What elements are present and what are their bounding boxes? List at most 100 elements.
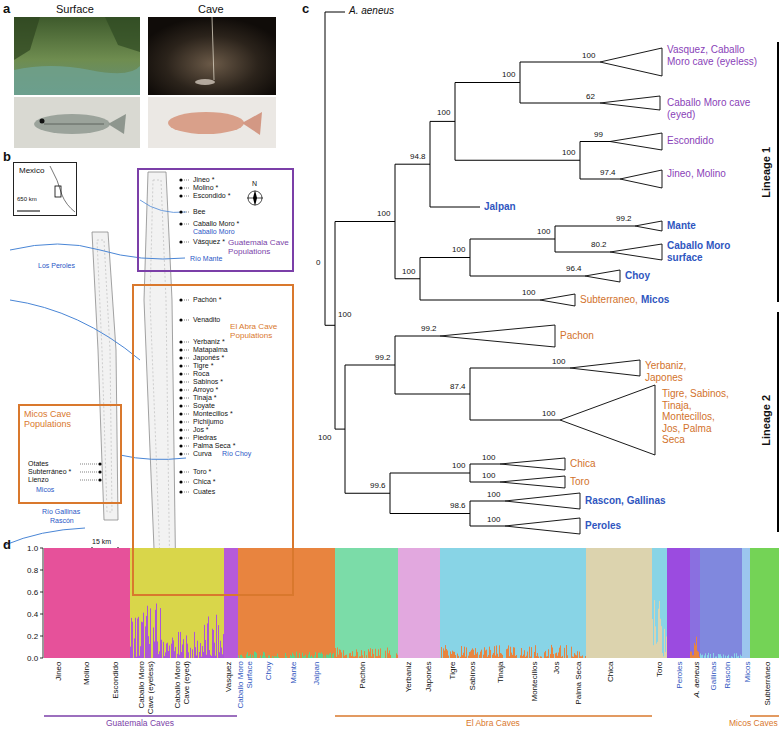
ancestry-bar	[727, 656, 728, 658]
ancestry-bar	[461, 646, 462, 658]
ancestry-bar	[238, 548, 335, 658]
foliage	[14, 17, 40, 60]
bootstrap-value: 62	[586, 92, 595, 101]
ancestry-bar	[167, 643, 168, 658]
ancestry-bar	[697, 651, 698, 658]
region-heading: Mexico	[19, 166, 44, 175]
ancestry-bar	[486, 650, 487, 658]
ancestry-bar	[242, 656, 243, 658]
ancestry-bar	[197, 641, 198, 658]
clade-triangle	[560, 385, 655, 455]
clade-label: Rascon, Gallinas	[585, 495, 666, 507]
ancestry-bar	[663, 656, 664, 658]
ancestry-bar	[211, 656, 212, 658]
leader-line	[184, 196, 190, 197]
river	[140, 200, 186, 213]
fish-tail	[108, 114, 126, 134]
ancestry-bar	[238, 655, 239, 658]
ancestry-bar	[738, 656, 739, 658]
ancestry-bar	[530, 657, 531, 658]
ancestry-bar	[291, 656, 292, 658]
ancestry-bar	[357, 652, 358, 658]
tree-branch	[470, 501, 505, 502]
ancestry-bar	[147, 606, 148, 658]
region-box: Micos Cave Populations	[18, 404, 122, 504]
leader-line	[184, 446, 190, 447]
ancestry-bar	[355, 656, 356, 658]
ancestry-bar	[175, 647, 176, 658]
clade-label: Caballo Moro surface	[667, 240, 747, 263]
ancestry-bar	[373, 654, 374, 658]
ancestry-bar	[500, 653, 501, 658]
ancestry-bar	[356, 649, 357, 658]
ancestry-bar	[172, 638, 173, 658]
ancestry-bar	[339, 649, 340, 658]
ancestry-bar	[487, 657, 488, 658]
population-label: Japonés	[424, 661, 433, 715]
ancestry-bar	[551, 645, 552, 658]
ancestry-bar	[158, 654, 159, 658]
site-label: Pichijumo	[193, 418, 223, 426]
leader-line	[184, 300, 190, 301]
bootstrap-value: 100	[482, 453, 495, 462]
site-label: Micos	[36, 486, 54, 494]
ancestry-bar	[168, 651, 169, 658]
bootstrap-value: 100	[487, 490, 500, 499]
lineage-label: Lineage 1	[760, 146, 773, 197]
ancestry-bar	[690, 651, 691, 658]
clade-label: Vasquez, Caballo Moro cave (eyeless)	[667, 44, 767, 67]
tree-branch	[345, 365, 395, 366]
ancestry-bar	[581, 656, 582, 658]
ancestry-bar	[691, 652, 692, 658]
bootstrap-value: 99.2	[616, 214, 632, 223]
site-label: Toro *	[193, 468, 211, 476]
ancestry-bar	[366, 655, 367, 658]
group-label: Micos Caves	[729, 719, 778, 729]
bootstrap-value: 99.6	[370, 481, 386, 490]
ancestry-bar	[343, 650, 344, 658]
ancestry-bar	[378, 649, 379, 658]
ancestry-bar	[488, 655, 489, 658]
axis-tick-label: 0.8	[27, 566, 38, 575]
ancestry-bar	[690, 548, 700, 658]
ancestry-bar	[312, 657, 313, 658]
cave-dot	[179, 490, 182, 493]
ancestry-bar	[524, 650, 525, 658]
ancestry-bar	[145, 626, 146, 658]
mountain-hatch	[150, 180, 170, 590]
ancestry-bar	[212, 629, 213, 658]
ancestry-bar	[286, 656, 287, 658]
ancestry-bar	[448, 656, 449, 658]
ancestry-bar	[708, 653, 709, 658]
ancestry-bar	[498, 657, 499, 658]
bootstrap-value: 99.2	[375, 353, 391, 362]
ancestry-bar	[447, 650, 448, 658]
clade-label: Tigre, Sabinos, Tinaja, Montecillos, Jos…	[662, 388, 734, 446]
ancestry-bar	[529, 647, 530, 658]
bootstrap-value: 98.6	[450, 501, 466, 510]
bootstrap-value: 100	[522, 288, 535, 297]
ancestry-bar	[148, 636, 149, 658]
tree-branch	[470, 464, 500, 465]
ancestry-bar	[508, 645, 509, 658]
group-line	[750, 715, 779, 717]
ancestry-bar	[276, 657, 277, 658]
population-label: Montecillos	[530, 661, 539, 715]
clade-label: Chica	[570, 458, 596, 470]
ancestry-bar	[567, 655, 568, 658]
scale-bar	[17, 211, 40, 212]
leader-line	[184, 188, 190, 189]
cave-fish-photo	[148, 97, 276, 148]
ancestry-bar	[553, 654, 554, 658]
ancestry-bar	[469, 652, 470, 658]
clade-triangle	[570, 360, 640, 376]
leader-line	[184, 374, 190, 375]
ancestry-bar	[156, 604, 157, 658]
ancestry-bar	[664, 629, 665, 658]
site-label: Escondido *	[193, 192, 230, 200]
ancestry-bar	[544, 652, 545, 658]
bootstrap-value: 100	[562, 148, 575, 157]
fish-stripe	[44, 124, 104, 125]
ancestry-bar	[174, 651, 175, 658]
leader-line	[184, 472, 190, 473]
